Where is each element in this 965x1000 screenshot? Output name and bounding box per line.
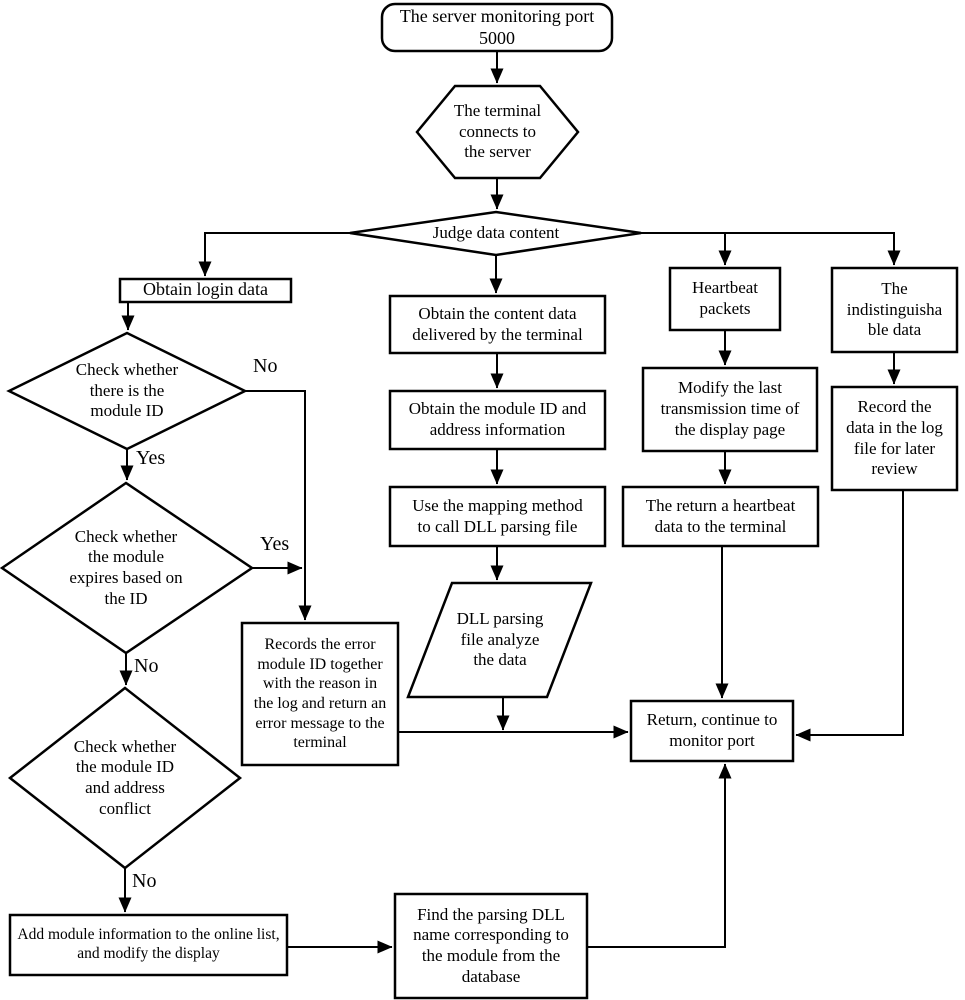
- shape-check-expires: [0, 481, 255, 655]
- shape-use-mapping: [388, 485, 607, 548]
- shape-obtain-content: [388, 294, 607, 355]
- shape-record-log: [830, 385, 959, 492]
- edge-label-no-expires: No: [134, 655, 159, 677]
- shape-heartbeat: [668, 266, 782, 332]
- shape-obtain-login: [118, 277, 293, 304]
- shape-check-conflict: [7, 686, 243, 870]
- shape-start: [380, 2, 614, 53]
- shape-records-error: [240, 621, 400, 767]
- edge-label-yes-module-id: Yes: [136, 447, 166, 469]
- shape-indistinguishable: [830, 266, 959, 354]
- shape-modify-time: [641, 366, 819, 453]
- edge-label-yes-expires: Yes: [260, 533, 290, 555]
- edge-label-no-module-id: No: [253, 355, 278, 377]
- edge-check-id-no: [245, 390, 312, 621]
- shape-obtain-module: [388, 389, 607, 451]
- edge-finddll-to-return: [587, 763, 732, 948]
- edge-judge-to-indistinguishable: [641, 232, 901, 266]
- edge-judge-to-obtain-login: [198, 232, 350, 277]
- shape-judge-diamond: [349, 210, 642, 257]
- shape-return-heartbeat: [621, 485, 820, 548]
- shape-check-module-id: [6, 331, 248, 451]
- shape-return-monitor: [629, 699, 795, 763]
- shape-find-dll: [393, 892, 589, 1000]
- shape-dll-parallelogram: [406, 581, 593, 699]
- shape-connect-hexagon: [415, 84, 580, 180]
- shape-add-module: [8, 913, 289, 977]
- edge-label-no-conflict: No: [132, 870, 157, 892]
- edge-recordlog-to-return: [795, 490, 904, 742]
